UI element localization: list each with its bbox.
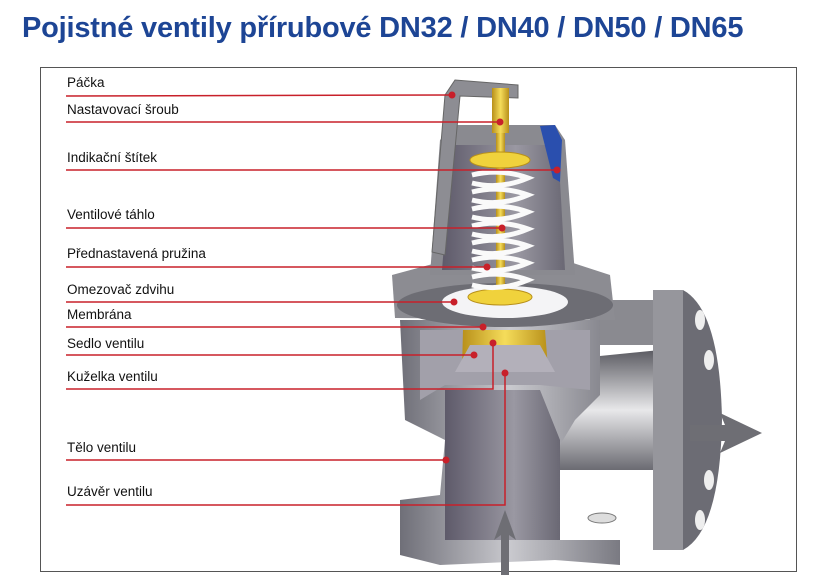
outlet-flange [560,290,722,550]
inlet-arrow [494,510,516,575]
leader-lines [65,94,557,506]
label-valve-closure: Uzávěr ventilu [67,484,153,499]
label-valve-plug: Kuželka ventilu [67,369,158,384]
outlet-arrow [690,413,762,453]
label-indicator-plate: Indikační štítek [67,150,158,165]
label-adjusting-screw: Nastavovací šroub [67,102,179,117]
spring [471,169,535,291]
label-diaphragm: Membrána [67,307,132,322]
valve-body [400,320,620,565]
label-valve-stem: Ventilové táhlo [67,207,155,222]
lever [431,79,519,256]
label-lever: Páčka [67,75,105,90]
valve-plug [455,345,555,372]
leader-dots [442,91,561,464]
adjusting-screw [492,88,509,133]
diagram-frame [40,67,797,572]
label-preset-spring: Přednastavená pružina [67,246,206,261]
label-valve-seat: Sedlo ventilu [67,336,145,351]
label-lift-limiter: Omezovač zdvihu [67,282,175,297]
page-title: Pojistné ventily přírubové DN32 / DN40 /… [22,12,744,44]
label-valve-body: Tělo ventilu [67,440,137,455]
